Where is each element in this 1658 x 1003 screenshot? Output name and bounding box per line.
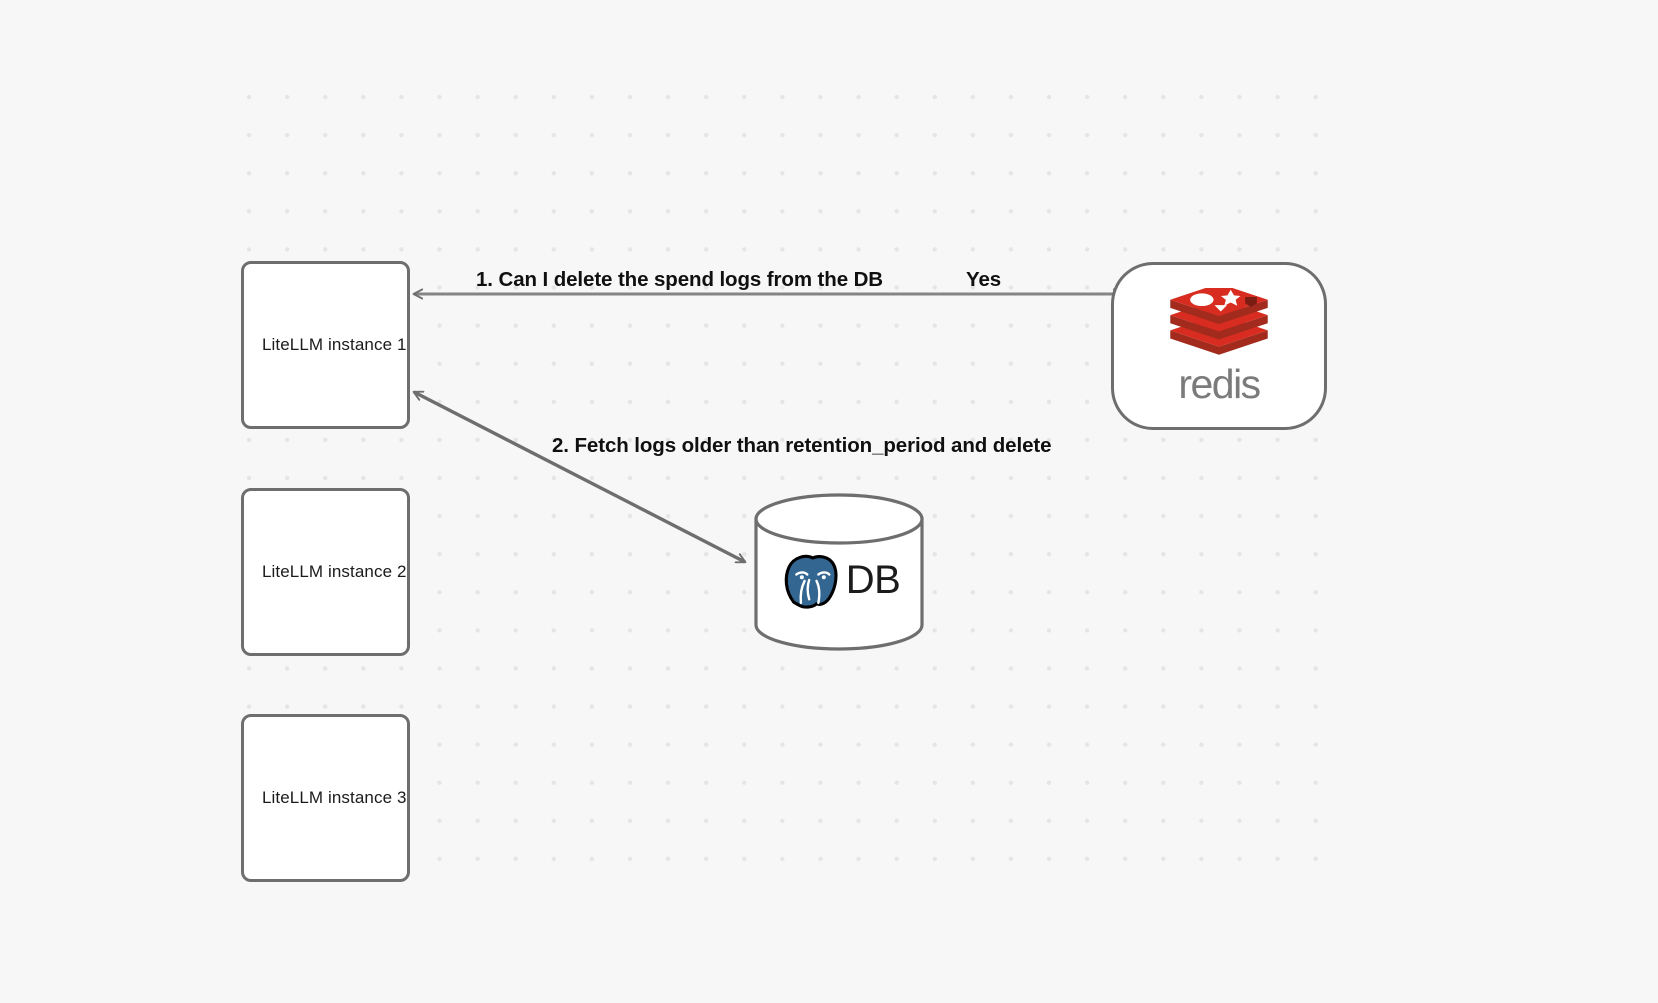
node-label: LiteLLM instance 1 (262, 335, 407, 354)
edge-label-step-1: 1. Can I delete the spend logs from the … (476, 268, 884, 291)
database-label: DB (845, 558, 901, 602)
node-redis[interactable]: redis (1111, 262, 1327, 430)
database-cylinder-icon (754, 493, 924, 651)
postgresql-elephant-icon (782, 553, 840, 611)
redis-logo-icon (1170, 287, 1268, 355)
edge-instance1-database-line (414, 390, 745, 564)
redis-wordmark: redis (1178, 360, 1261, 407)
edge-label-step-2: 2. Fetch logs older than retention_perio… (552, 434, 1052, 457)
node-litellm-instance-2[interactable]: LiteLLM instance 2 (241, 488, 410, 656)
database-content-wrap: DB (753, 493, 925, 651)
node-litellm-instance-3[interactable]: LiteLLM instance 3 (241, 714, 410, 882)
database-content: DB (778, 547, 901, 613)
edge-label-yes: Yes (966, 268, 1002, 291)
node-litellm-instance-1[interactable]: LiteLLM instance 1 (241, 261, 410, 429)
node-database[interactable]: DB (753, 493, 925, 651)
node-label: LiteLLM instance 2 (262, 562, 407, 581)
node-label: LiteLLM instance 3 (262, 788, 407, 807)
